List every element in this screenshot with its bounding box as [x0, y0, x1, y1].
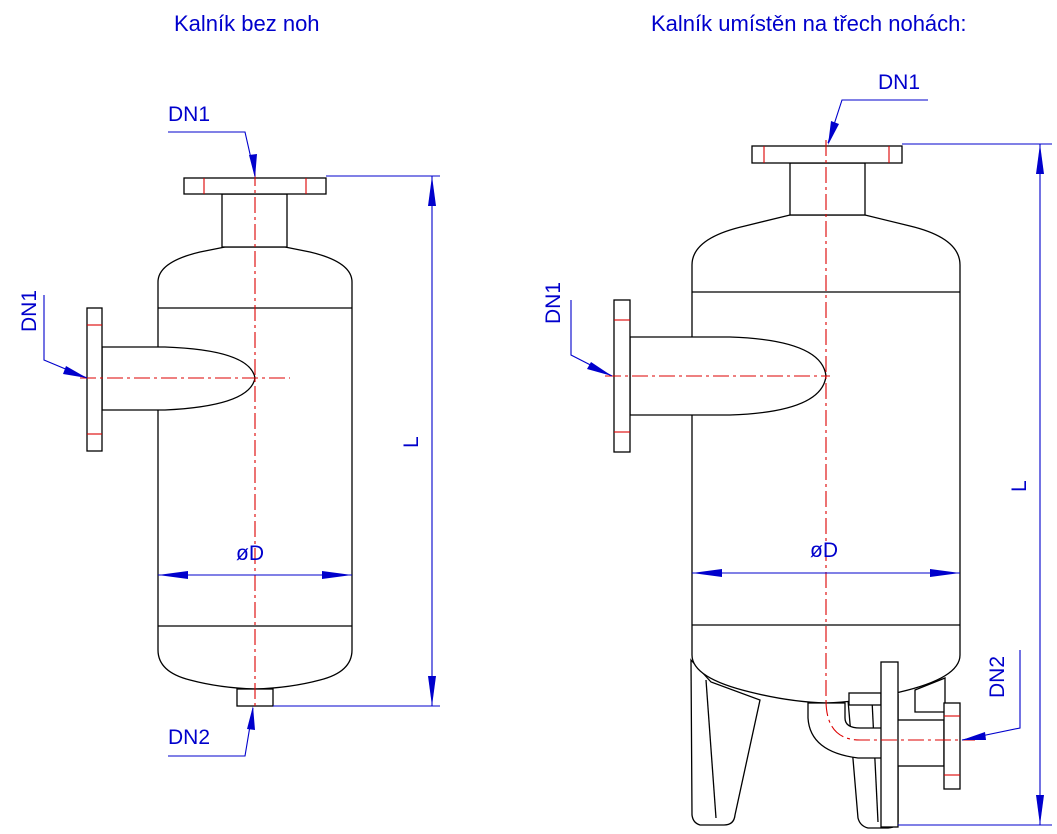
left-dimensions [43, 131, 440, 757]
left-view-title: Kalník bez noh [174, 11, 320, 36]
right-top-flange [751, 145, 903, 164]
right-tank [605, 140, 975, 829]
right-dn2-label: DN2 [986, 656, 1009, 698]
right-outlet-flange-top [848, 692, 882, 706]
right-dn1-top-label: DN1 [878, 71, 920, 94]
left-dn2-label: DN2 [168, 726, 210, 749]
left-side-flange [86, 307, 103, 452]
right-view-title: Kalník umístěn na třech nohách: [651, 11, 967, 36]
right-outlet-flange [943, 702, 961, 790]
right-outlet-centerline [825, 699, 975, 741]
left-dn1-side-label: DN1 [18, 290, 41, 332]
left-diameter-label: øD [236, 542, 264, 565]
right-length-label: L [1008, 480, 1031, 492]
right-top-nozzle [789, 162, 866, 216]
right-dn1-side-label: DN1 [542, 282, 565, 324]
right-leg-left [690, 658, 761, 826]
left-length-label: L [400, 436, 423, 448]
right-dimensions [570, 99, 1052, 826]
left-tank [80, 170, 353, 710]
left-dn1-top-label: DN1 [168, 103, 210, 126]
right-outlet-valve-flange [880, 661, 899, 828]
right-diameter-label: øD [810, 539, 838, 562]
